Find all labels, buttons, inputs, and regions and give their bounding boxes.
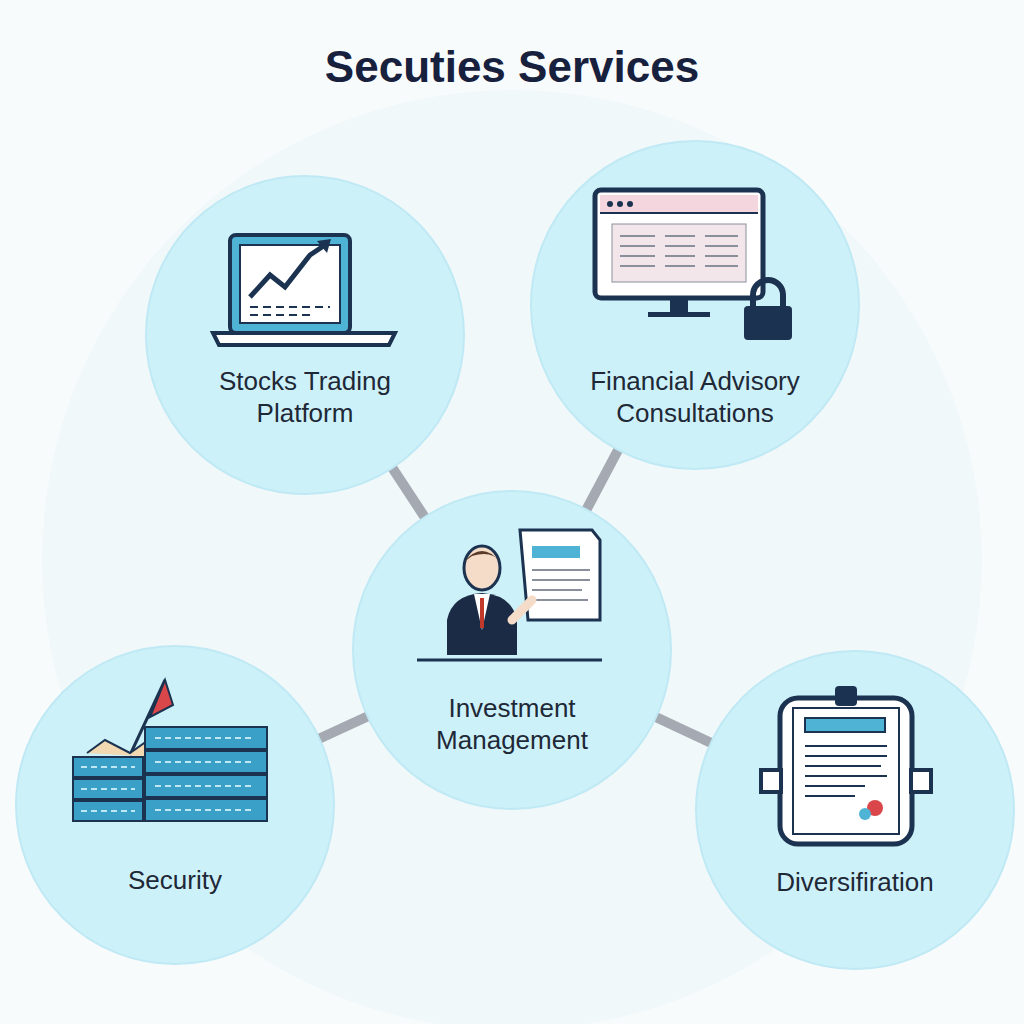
management-circle: Investment Management (352, 490, 672, 810)
stacked-blocks-icon (15, 645, 335, 965)
connector-line (319, 716, 369, 739)
service-label: Stocks Trading Platform (190, 365, 420, 429)
connector-line (392, 467, 425, 518)
circle-label: Investment Management (402, 692, 622, 756)
clipboard-icon (695, 650, 1015, 970)
connector-line (586, 449, 619, 510)
laptop-chart-icon (145, 175, 465, 495)
circle-label: Diversifiration (735, 866, 975, 898)
service-label: Security (60, 864, 290, 896)
security-circle: Security (15, 645, 335, 965)
trading-circle: Stocks Trading Platform (145, 175, 465, 495)
connector-line (655, 717, 712, 743)
circle-label: Financial Advisory Consultations (560, 365, 830, 429)
diagram-title: Secuties Services (0, 42, 1024, 92)
manager-person-icon (352, 490, 672, 810)
diversification-circle: Diversifiration (695, 650, 1015, 970)
circle-label: Security (60, 864, 290, 896)
service-label: Financial Advisory Consultations (560, 365, 830, 429)
circle-label: Stocks Trading Platform (190, 365, 420, 429)
background-halo (42, 90, 982, 1024)
service-label: Diversifiration (735, 866, 975, 898)
advisory-circle: Financial Advisory Consultations (530, 140, 860, 470)
service-label: Investment Management (402, 692, 622, 756)
